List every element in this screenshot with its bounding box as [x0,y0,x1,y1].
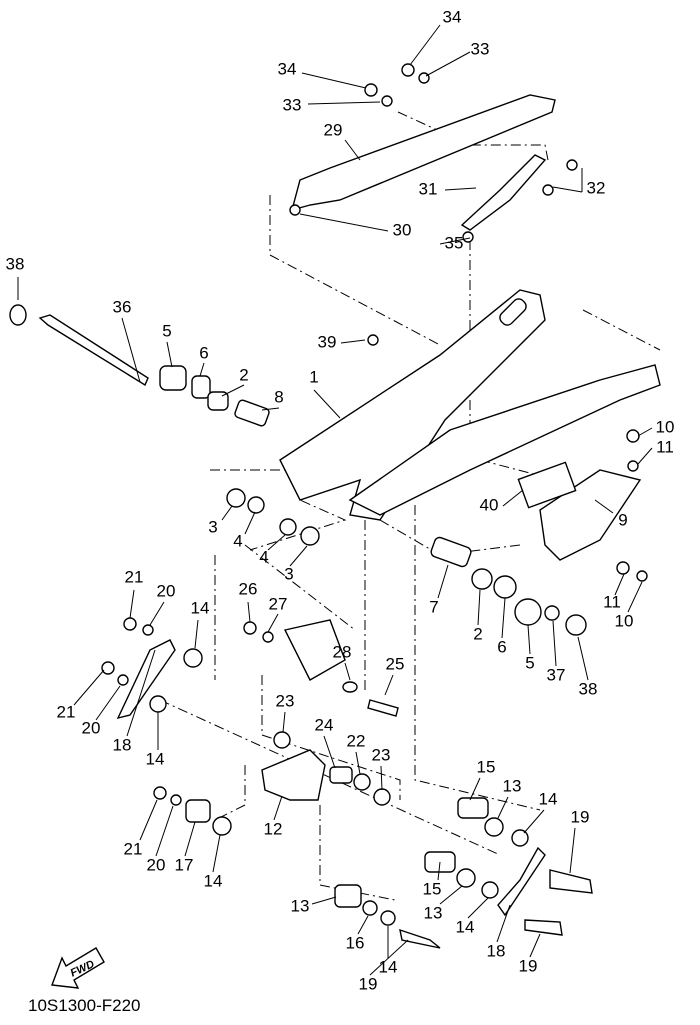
callout: 36 [113,297,132,316]
callout: 2 [239,365,248,384]
callout: 15 [423,879,442,898]
callout: 37 [547,665,566,684]
callout: 18 [487,941,506,960]
pivot-shaft [9,304,149,387]
callout: 38 [579,679,598,698]
callout: 10 [656,417,675,436]
callout-labels: 34 33 34 33 29 31 32 30 35 38 36 5 6 2 8… [6,7,675,993]
callout: 2 [473,624,482,643]
callout: 6 [199,343,208,362]
callout: 21 [57,702,76,721]
callout: 30 [393,220,412,239]
callout: 23 [276,691,295,710]
callout: 14 [456,917,475,936]
callout: 20 [157,581,176,600]
callout: 35 [445,233,464,252]
callout: 34 [443,7,462,26]
callout: 17 [175,855,194,874]
bushings [101,63,648,949]
callout: 10 [615,611,634,630]
callout: 14 [204,871,223,890]
callout: 14 [379,957,398,976]
callout: 11 [656,437,674,456]
callout: 6 [497,637,506,656]
callout: 14 [539,789,558,808]
callout: 5 [162,321,171,340]
callout: 27 [269,594,288,613]
callout: 38 [6,254,25,273]
leader-lines [17,24,653,976]
callout: 18 [113,735,132,754]
callout: 8 [274,387,283,406]
callout: 19 [359,974,378,993]
callout: 11 [603,592,621,611]
callout: 34 [278,59,297,78]
callout: 15 [477,757,496,776]
callout: 13 [503,776,522,795]
callout: 16 [346,933,365,952]
callout: 3 [208,517,217,536]
callout: 21 [124,839,143,858]
callout: 20 [147,855,166,874]
callout: 40 [480,495,499,514]
callout: 24 [315,715,334,734]
chain-case [291,94,556,231]
callout: 19 [519,956,538,975]
shock-absorber [283,619,358,693]
callout: 39 [318,332,337,351]
callout: 25 [386,654,405,673]
callout: 4 [259,547,268,566]
callout: 20 [82,718,101,737]
callout: 14 [191,598,210,617]
callout: 21 [125,567,144,586]
callout: 32 [587,178,606,197]
callout: 13 [291,896,310,915]
callout: 31 [419,179,438,198]
callout: 22 [347,731,366,750]
callout: 3 [284,564,293,583]
callout: 23 [372,745,391,764]
forward-arrow-icon: FWD [51,947,105,989]
callout: 29 [324,120,343,139]
callout: 7 [429,597,438,616]
callout: 14 [146,749,165,768]
callout: 19 [571,807,590,826]
diagram-code: 10S1300-F220 [28,996,140,1015]
callout: 28 [333,642,352,661]
swingarm [279,289,661,561]
callout: 4 [233,531,242,550]
callout: 9 [618,510,627,529]
callout: 26 [239,579,258,598]
callout: 33 [283,95,302,114]
callout: 33 [471,39,490,58]
callout: 12 [264,819,283,838]
callout: 5 [525,653,534,672]
callout: 1 [309,367,318,386]
callout: 13 [424,903,443,922]
